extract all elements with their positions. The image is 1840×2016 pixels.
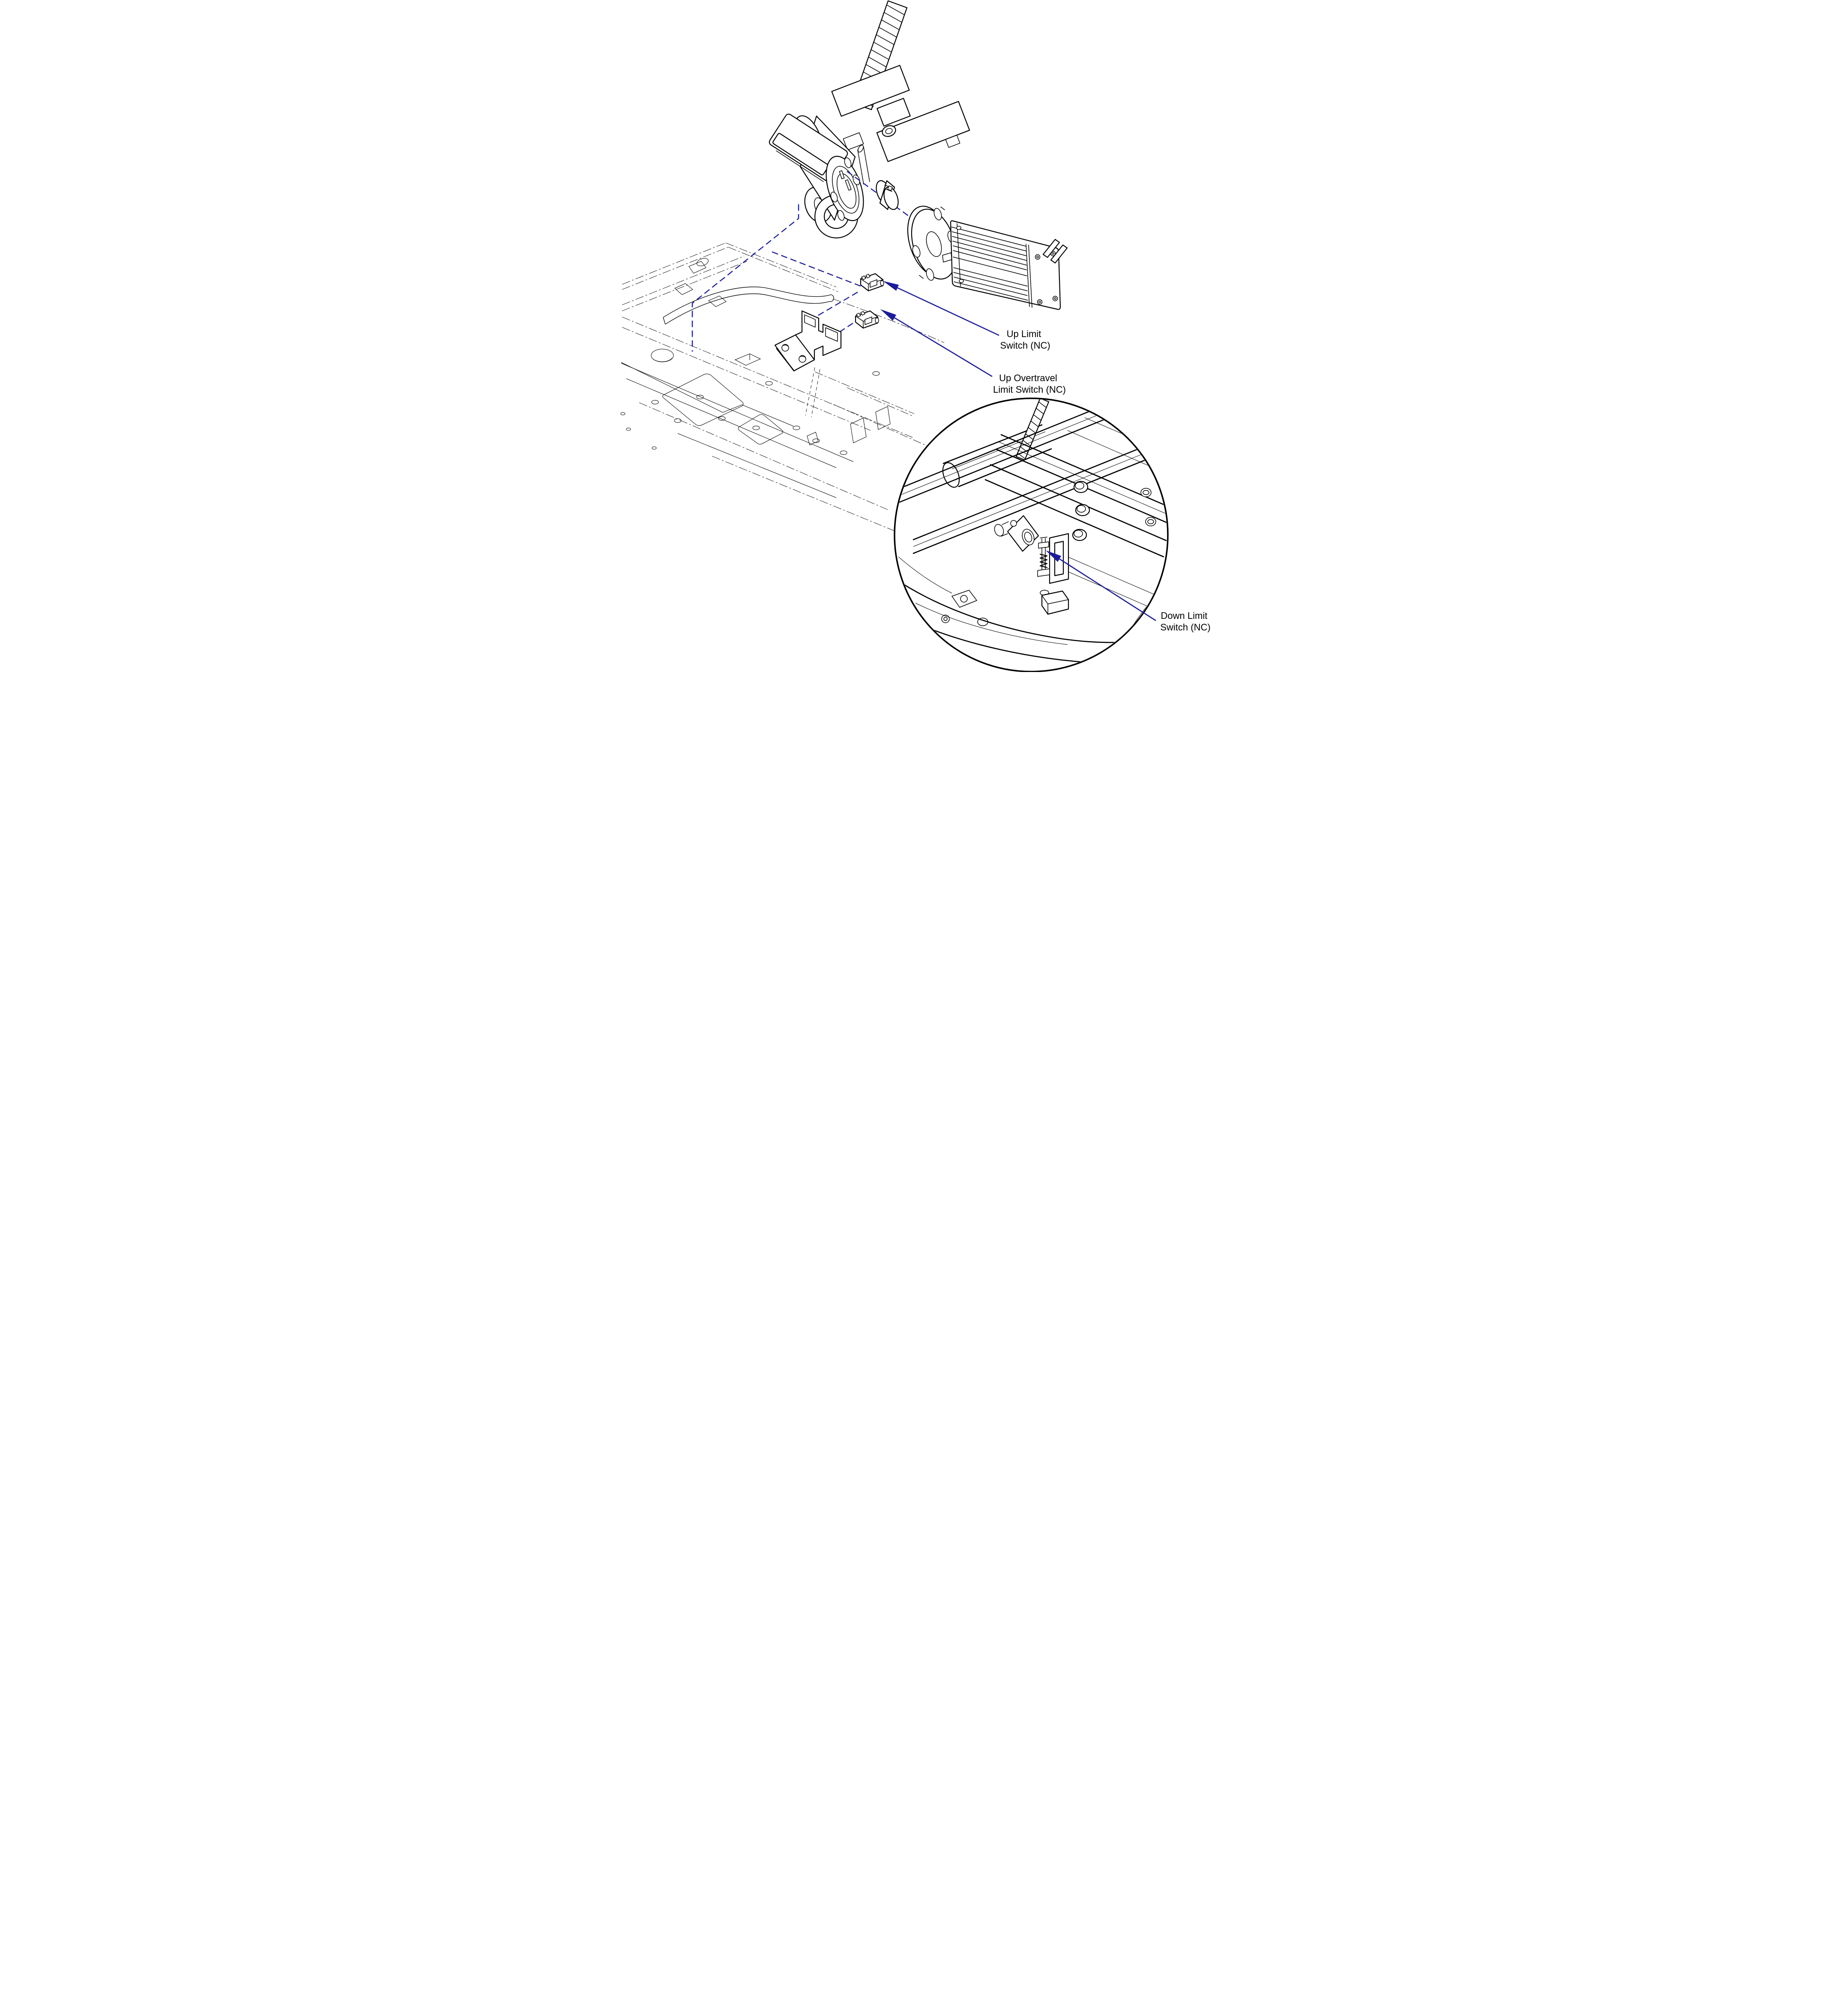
bearing-block (994, 515, 1039, 552)
switch-mounting-bracket (774, 310, 841, 372)
clamp-bar (772, 133, 829, 176)
diagram-canvas: Up Limit Switch (NC) Up Overtravel Limit… (620, 0, 1211, 672)
exploded-view-diagram: Up Limit Switch (NC) Up Overtravel Limit… (613, 0, 1227, 672)
detail-view-circle (893, 397, 1169, 672)
bracket-screw (798, 355, 806, 363)
down-limit-switch-assembly (1037, 533, 1069, 615)
bracket-window (825, 327, 838, 342)
motor-connector-pin (1050, 244, 1068, 264)
thumb-knobs (1072, 481, 1156, 541)
down-limit-label: Down Limit Switch (NC) (1160, 610, 1210, 633)
up-overtravel-limit-switch (855, 310, 879, 329)
bracket-screw (781, 344, 789, 352)
up-overtravel-label: Up Overtravel Limit Switch (NC) (993, 373, 1066, 395)
servo-motor (942, 220, 1068, 310)
lifting-hook (814, 194, 858, 239)
bracket-window (804, 314, 816, 328)
up-limit-switch (860, 273, 884, 292)
down-limit-arrow (1045, 550, 1156, 621)
up-overtravel-arrow (880, 309, 993, 377)
shaft-collar (875, 180, 899, 210)
up-limit-arrow (883, 281, 999, 336)
spring (1039, 553, 1047, 568)
up-limit-label: Up Limit Switch (NC) (1000, 329, 1050, 351)
machine-table-frame (620, 242, 944, 532)
motor-connector-pin (1042, 239, 1060, 258)
leader-arrows (880, 281, 1156, 621)
motor-mount-housing (769, 113, 864, 239)
coupler-plate-assembly (831, 65, 970, 185)
main-axis-centerline (846, 171, 961, 254)
labels: Up Limit Switch (NC) Up Overtravel Limit… (993, 329, 1211, 633)
frame-rails (895, 399, 1167, 554)
